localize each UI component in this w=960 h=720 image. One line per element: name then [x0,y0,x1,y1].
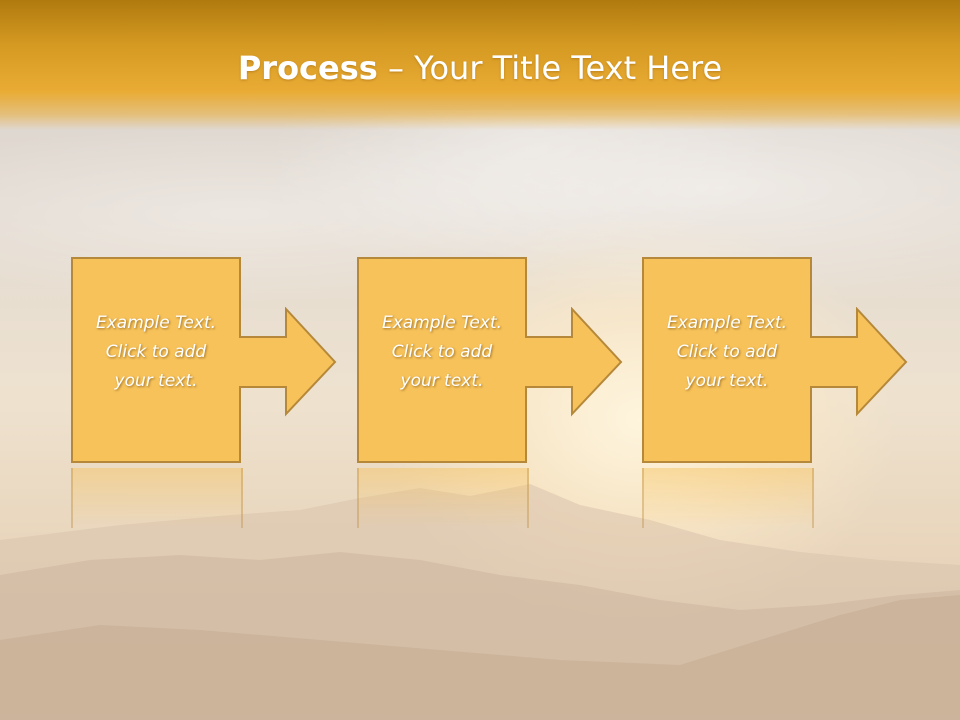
arrow-right-icon [810,307,908,417]
step-reflection [642,468,814,528]
title-rest: – Your Title Text Here [377,49,723,87]
step-text[interactable]: Example Text. Click to add your text. [95,313,217,391]
title-bold: Process [237,49,378,87]
arrow-right-icon [239,307,337,417]
arrow-right-icon [525,307,623,417]
step-box [642,257,812,463]
slide-title[interactable]: Process – Your Title Text Here [0,52,960,84]
step-reflection [357,468,529,528]
step-box [357,257,527,463]
title-bar [0,0,960,130]
step-reflection [71,468,243,528]
step-text[interactable]: Example Text. Click to add your text. [666,313,788,391]
step-text[interactable]: Example Text. Click to add your text. [381,313,503,391]
